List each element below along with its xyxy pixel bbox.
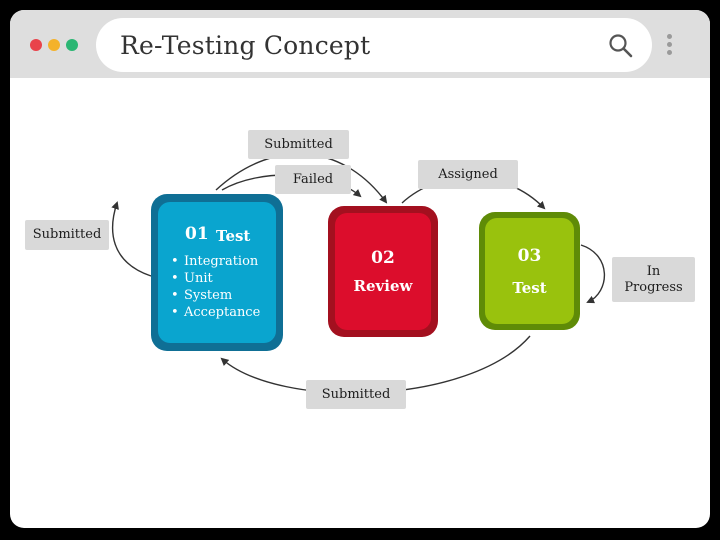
bullet-dot: • [171, 271, 179, 286]
node-number: 01 [185, 224, 209, 244]
label-in-progress: In Progress [612, 257, 695, 302]
minimize-window-dot[interactable] [48, 39, 60, 51]
bullet-dot: • [171, 288, 179, 303]
node-title: Test [216, 227, 251, 245]
list-item: Acceptance [184, 305, 261, 320]
bullet-dot: • [171, 254, 179, 269]
maximize-window-dot[interactable] [66, 39, 78, 51]
list-item: System [184, 288, 233, 303]
node-review-02-body: 02 Review [335, 213, 431, 330]
list-item: Integration [184, 254, 259, 269]
label-in-progress-line2: Progress [624, 279, 683, 295]
label-in-progress-line1: In [646, 263, 661, 279]
label-submitted-bottom: Submitted [306, 380, 406, 409]
node-number: 03 [517, 246, 542, 266]
page-title: Re-Testing Concept [120, 31, 371, 60]
list-item: Unit [184, 271, 213, 286]
node-title: Review [353, 277, 413, 295]
address-bar[interactable]: Re-Testing Concept [96, 18, 652, 72]
title-bar: Re-Testing Concept [10, 10, 710, 78]
arrow-submitted-left [111, 201, 152, 277]
browser-window: Re-Testing Concept [10, 10, 710, 528]
node-review-02: 02 Review [328, 206, 438, 337]
label-failed: Failed [275, 165, 351, 194]
node-test-01-body: 01 Test • Integration • Unit • System • … [158, 202, 276, 343]
node-title: Test [512, 279, 547, 297]
close-window-dot[interactable] [30, 39, 42, 51]
more-menu-icon[interactable] [667, 34, 673, 56]
arrow-in-progress [580, 244, 606, 304]
search-icon[interactable] [608, 33, 634, 59]
node-test-03: 03 Test [479, 212, 580, 330]
label-submitted-left: Submitted [25, 220, 109, 250]
label-assigned: Assigned [418, 160, 518, 189]
bullet-dot: • [171, 305, 179, 320]
node-test-03-body: 03 Test [485, 218, 574, 324]
node-number: 02 [371, 248, 395, 268]
node-test-01: 01 Test • Integration • Unit • System • … [151, 194, 283, 351]
label-submitted-top: Submitted [248, 130, 349, 159]
